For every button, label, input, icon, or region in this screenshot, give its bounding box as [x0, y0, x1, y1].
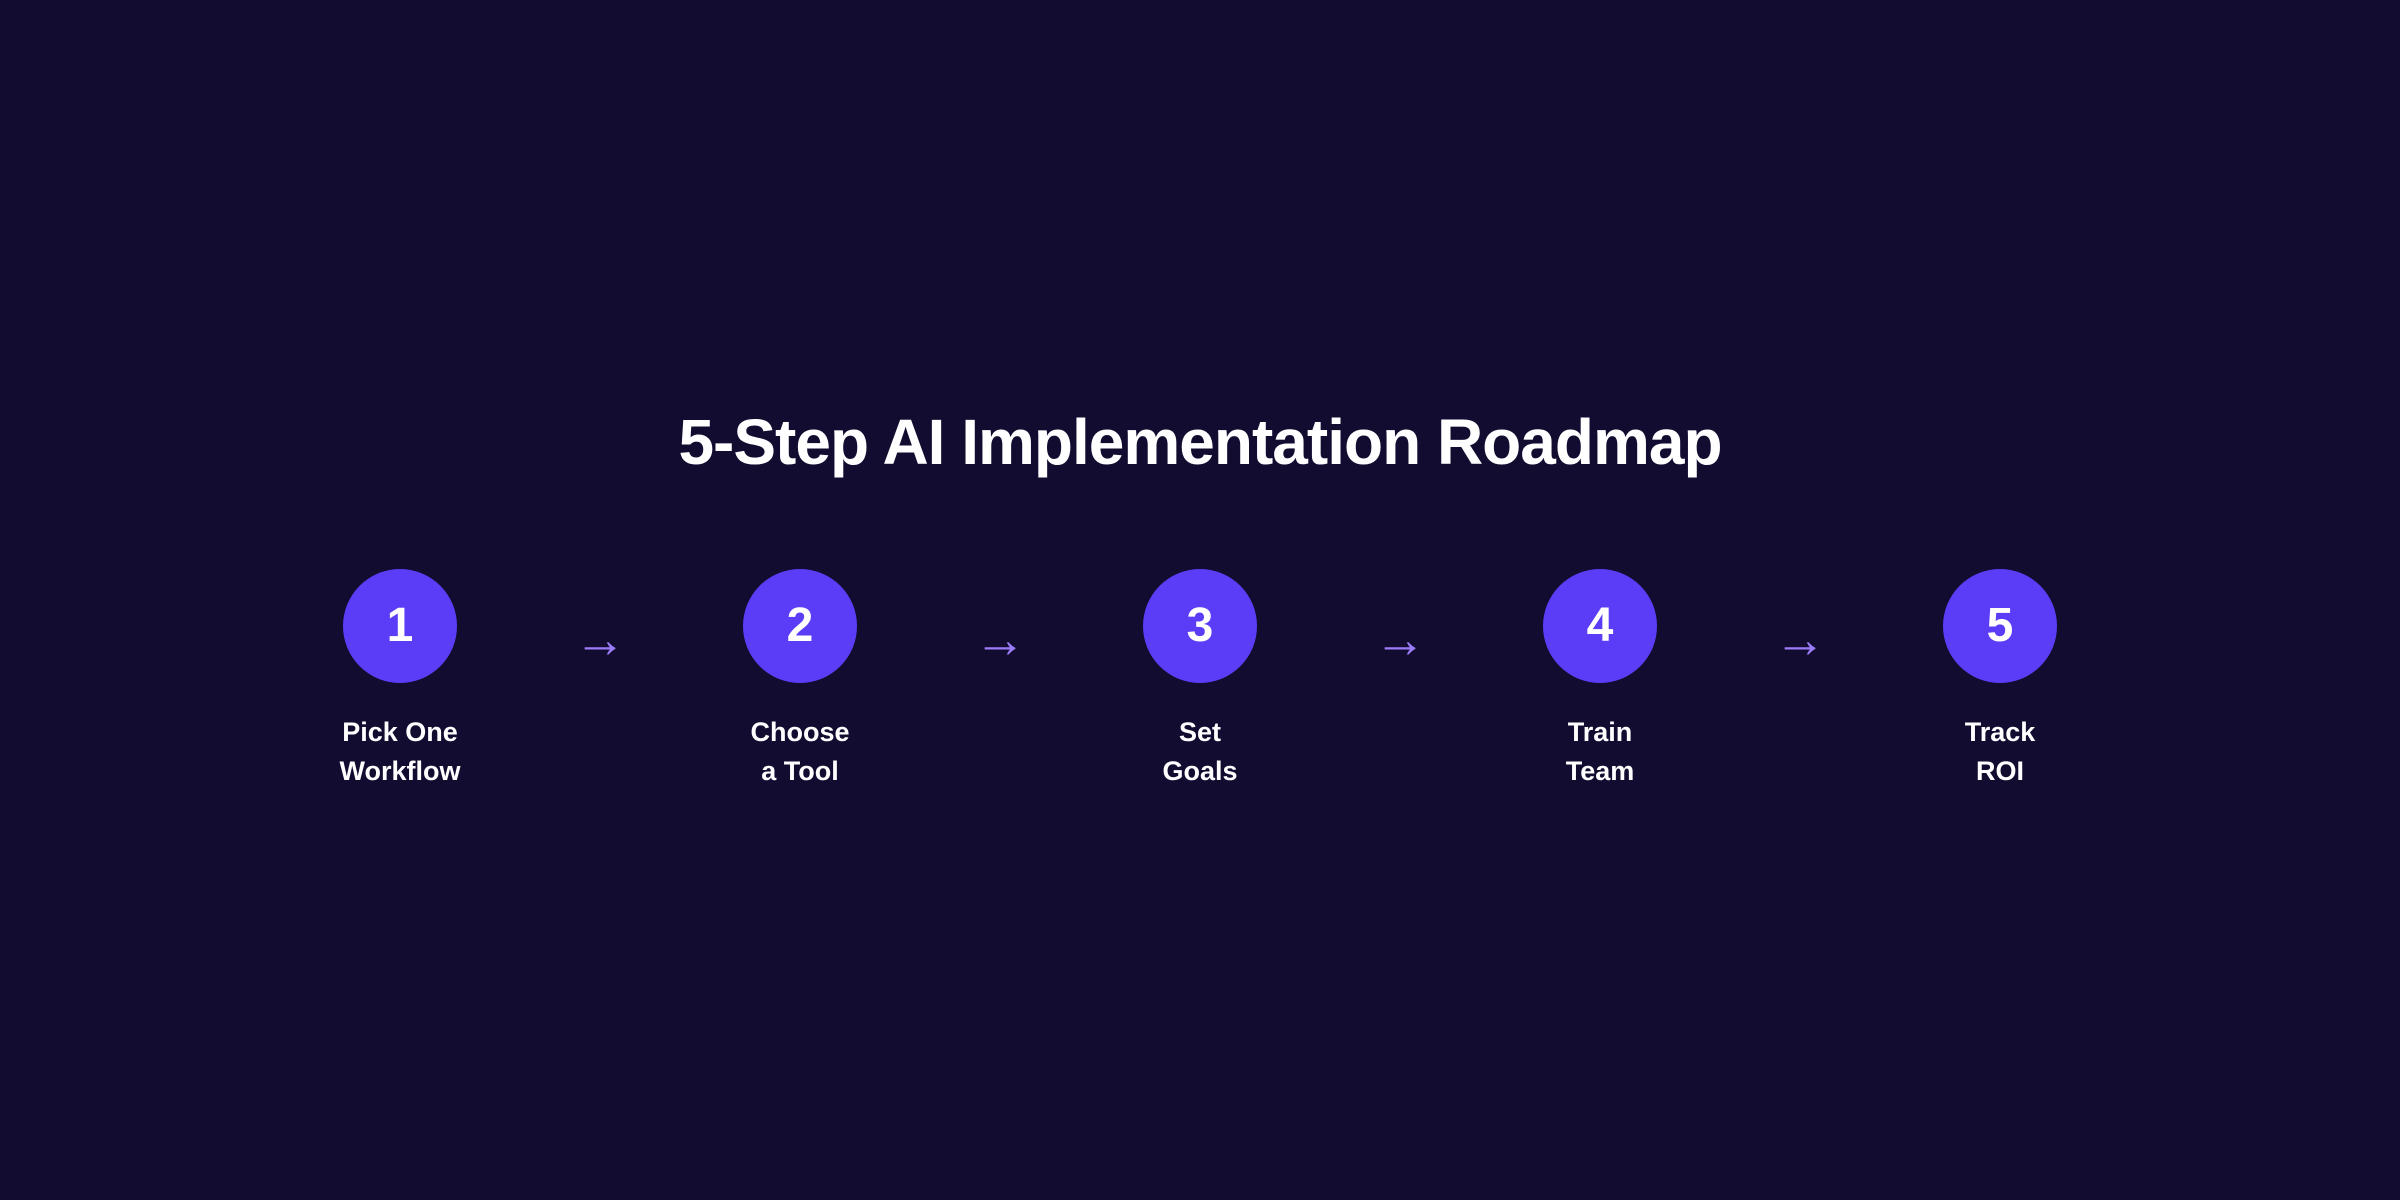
step-2-label-line2: a Tool: [761, 755, 839, 786]
step-5-label-line1: Track: [1964, 716, 2036, 747]
step-1-circle: 1: [343, 568, 457, 683]
step-4: 4 Train Team: [1500, 568, 1700, 791]
arrow-right-icon: →: [974, 610, 1026, 669]
step-5-label: Track ROI: [1965, 713, 2036, 791]
arrow-right-icon: →: [1774, 610, 1826, 669]
diagram-title: 5-Step AI Implementation Roadmap: [678, 405, 1722, 478]
step-1-label: Pick One Workflow: [340, 713, 461, 791]
step-2: 2 Choose a Tool: [700, 568, 900, 791]
step-2-label-line1: Choose: [750, 716, 850, 747]
step-2-number: 2: [786, 598, 814, 652]
step-4-label: Train Team: [1566, 713, 1635, 791]
step-4-circle: 4: [1543, 568, 1657, 683]
step-3-label: Set Goals: [1162, 713, 1237, 791]
step-4-number: 4: [1586, 598, 1614, 652]
step-5-label-line2: ROI: [1975, 755, 2024, 786]
steps-row: 1 Pick One Workflow → 2 Choose a Tool → …: [300, 568, 2100, 791]
arrow-right-icon: →: [1374, 610, 1426, 669]
step-1-label-line1: Pick One: [342, 716, 458, 747]
step-3: 3 Set Goals: [1100, 568, 1300, 791]
step-5-number: 5: [1986, 598, 2014, 652]
step-3-label-line2: Goals: [1162, 755, 1238, 786]
roadmap-diagram: 5-Step AI Implementation Roadmap 1 Pick …: [300, 410, 2100, 791]
step-3-circle: 3: [1143, 568, 1257, 683]
step-3-label-line1: Set: [1178, 716, 1222, 747]
step-1: 1 Pick One Workflow: [300, 568, 500, 791]
step-5-circle: 5: [1943, 568, 2057, 683]
step-5: 5 Track ROI: [1900, 568, 2100, 791]
step-2-label: Choose a Tool: [750, 713, 849, 791]
step-1-label-line2: Workflow: [339, 755, 461, 786]
arrow-right-icon: →: [574, 610, 626, 669]
step-3-number: 3: [1186, 598, 1214, 652]
step-4-label-line2: Team: [1565, 755, 1635, 786]
step-1-number: 1: [386, 598, 414, 652]
step-2-circle: 2: [743, 568, 857, 683]
step-4-label-line1: Train: [1567, 716, 1633, 747]
